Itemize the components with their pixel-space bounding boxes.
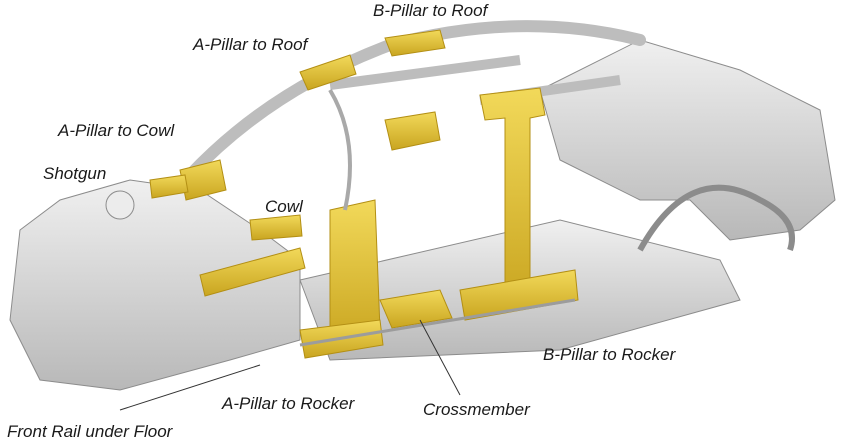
rocker [299, 298, 576, 347]
rear-body [539, 39, 836, 241]
label-crossmember: Crossmember [423, 400, 530, 419]
front-structure [9, 179, 301, 391]
shotgun-joint [149, 174, 189, 199]
label-a-pillar-to-rocker: A-Pillar to Rocker [222, 394, 355, 413]
label-a-pillar-to-roof: A-Pillar to Roof [193, 35, 308, 54]
label-b-pillar-to-roof: B-Pillar to Roof [373, 1, 488, 20]
a-pillar [328, 88, 352, 211]
roof-header [329, 55, 521, 90]
shock-tower [105, 190, 135, 220]
label-front-rail-under-floor: Front Rail under Floor [7, 422, 173, 441]
leader-line-front-rail [119, 364, 261, 411]
a-pillar-to-roof-joint [299, 54, 357, 91]
label-b-pillar-to-rocker: B-Pillar to Rocker [543, 345, 676, 364]
label-cowl: Cowl [265, 197, 303, 216]
a-pillar-mid [384, 111, 441, 151]
label-a-pillar-to-cowl: A-Pillar to Cowl [58, 121, 175, 140]
rear-wheel-arch [637, 184, 795, 252]
b-pillar-to-roof-joint [384, 29, 446, 57]
leader-line-crossmember [419, 319, 461, 396]
b-pillar-to-rocker-joint [459, 269, 579, 321]
cowl-joint [249, 214, 303, 241]
label-shotgun: Shotgun [43, 164, 107, 183]
crossmember [379, 289, 453, 329]
front-rail [199, 247, 306, 297]
a-pillar-to-cowl-joint [179, 159, 227, 201]
